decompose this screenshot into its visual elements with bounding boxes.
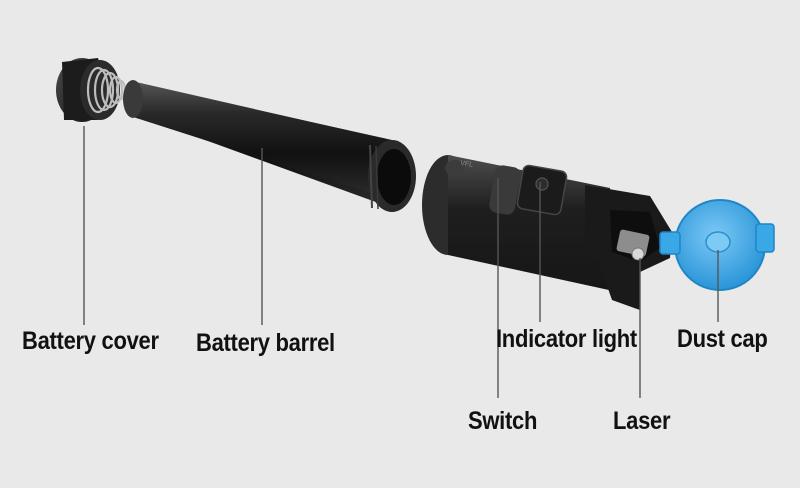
svg-text:VFL: VFL — [460, 160, 474, 169]
laser-ferrule-icon — [616, 229, 650, 261]
label-battery-barrel: Battery barrel — [196, 328, 335, 357]
label-battery-cover: Battery cover — [22, 326, 159, 355]
spring-icon — [86, 66, 127, 114]
leader-lines — [83, 126, 719, 398]
battery-barrel — [123, 80, 416, 212]
label-dust-cap: Dust cap — [677, 324, 768, 353]
label-switch: Switch — [468, 406, 538, 435]
dust-cap — [659, 199, 775, 291]
label-laser: Laser — [613, 406, 671, 435]
label-indicator-light: Indicator light — [496, 324, 637, 353]
